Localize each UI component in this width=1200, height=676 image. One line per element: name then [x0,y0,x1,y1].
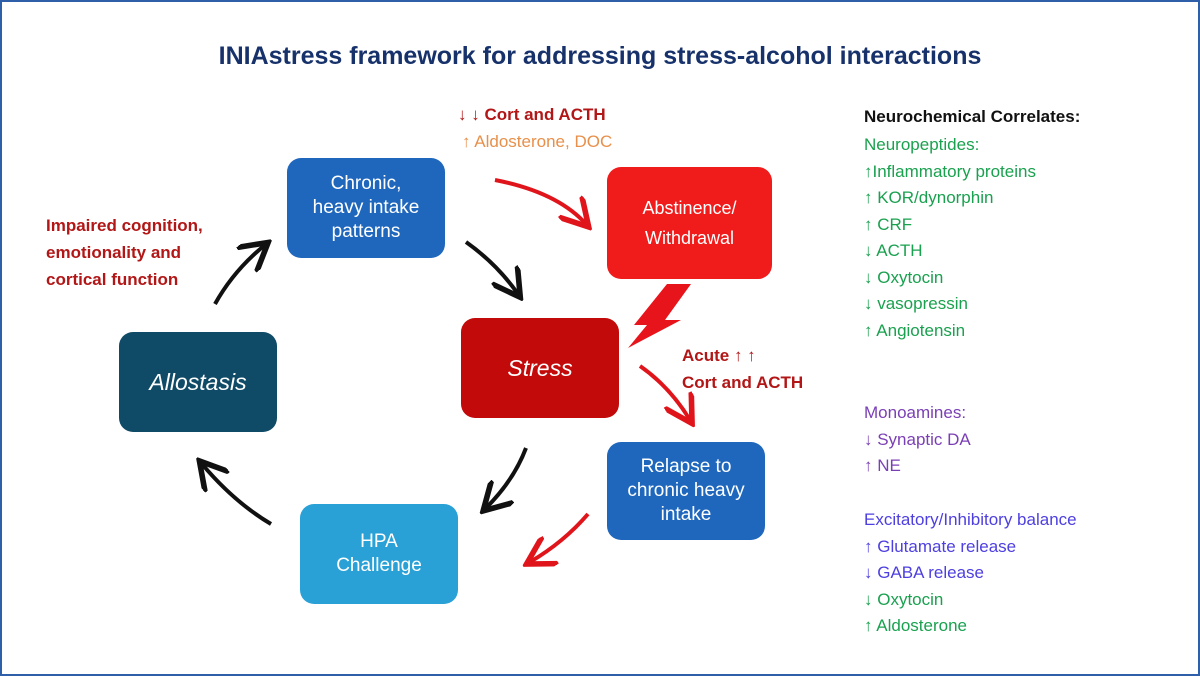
panel-heading: Neurochemical Correlates: [864,107,1081,126]
arrow-stress-to-hpa [486,447,528,508]
relapse-box: Relapse to chronic heavy intake [607,442,765,540]
monoamines-label: Monoamines: [864,403,967,422]
cort-acth-decrease-label: ↓ ↓ Cort and ACTH [458,105,606,124]
list-item: ↓ Oxytocin [864,589,944,609]
monoamines-section: Monoamines: ↓ Synaptic DA ↑ NE [864,400,971,480]
list-item: ↓ ACTH [864,241,923,260]
balance-section: Excitatory/Inhibitory balance ↑ Glutamat… [864,507,1077,640]
arrow-relapse-to-hpa [530,512,590,562]
arrow-allostasis-to-chronic [213,245,265,305]
list-item: ↑ NE [864,456,901,475]
arrow-chronic-to-abstinence [494,178,586,224]
aldosterone-doc-increase-label: ↑ Aldosterone, DOC [462,132,613,151]
list-item: ↑ Angiotensin [864,320,966,340]
list-item: ↓ vasopressin [864,294,968,313]
list-item: ↑ Glutamate release [864,536,1017,556]
list-item: ↓ Oxytocin [864,267,944,287]
abstinence-withdrawal-box: Abstinence/ Withdrawal [607,167,772,279]
arrow-chronic-to-stress [464,240,518,294]
list-item: ↑ Aldosterone [864,616,968,635]
lightning-bolt-icon [628,284,691,348]
diagram-title: INIAstress framework for addressing stre… [218,42,982,70]
acute-cort-acth-label: Acute ↑ ↑ Cort and ACTH [682,346,804,392]
stress-box: Stress [461,318,619,418]
arrow-hpa-to-allostasis [202,464,273,526]
balance-label: Excitatory/Inhibitory balance [864,510,1077,529]
neuropeptides-section: Neuropeptides: ↑Inflammatory proteins ↑ … [864,132,1036,344]
list-item: ↑Inflammatory proteins [864,161,1036,181]
chronic-intake-box: Chronic, heavy intake patterns [287,158,445,258]
list-item: ↓ GABA release [864,563,985,582]
list-item: ↑ KOR/dynorphin [864,188,994,207]
list-item: ↓ Synaptic DA [864,429,971,449]
allostasis-box: Allostasis [119,332,277,432]
neuropeptides-label: Neuropeptides: [864,135,980,154]
arrow-stress-to-relapse [638,364,690,420]
impaired-cognition-label: Impaired cognition, emotionality and cor… [46,216,203,289]
list-item: ↑ CRF [864,214,913,234]
neurochemical-panel: Neurochemical Correlates: [864,104,1080,131]
hpa-challenge-box: HPA Challenge [300,504,458,604]
